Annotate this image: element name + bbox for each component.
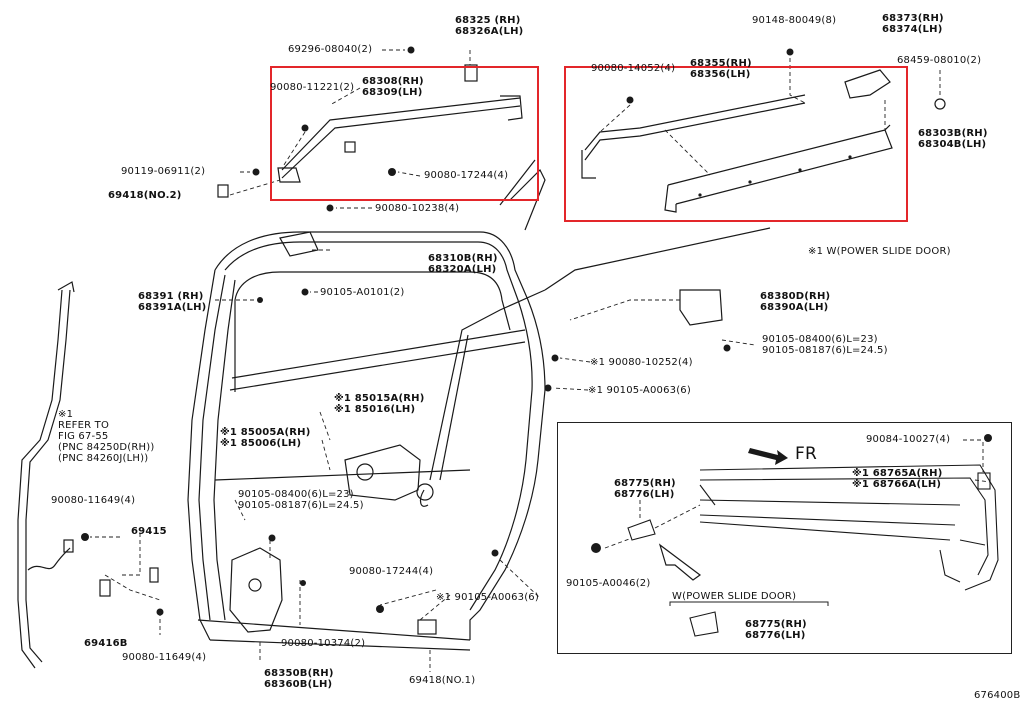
part-label-69415: 69415 (131, 526, 167, 537)
part-label-90080-17244-bottom: 90080-17244(4) (349, 566, 434, 577)
highlight-box-upper-rail (270, 66, 539, 201)
part-label-68308: 68308(RH) 68309(LH) (362, 76, 424, 98)
highlight-box-center-rail (564, 66, 908, 222)
part-label-90105-08400-left: 90105-08400(6)L=23) 90105-08187(6)L=24.5… (238, 489, 364, 511)
part-label-69416: 69416B (84, 638, 128, 649)
part-label-69418-no1: 69418(NO.1) (409, 675, 476, 686)
inset-power-slide-door (557, 422, 1012, 654)
part-label-68325: 68325 (RH) 68326A(LH) (455, 15, 524, 37)
part-label-90119: 90119-06911(2) (121, 166, 206, 177)
part-label-90080-14052: 90080-14052(4) (591, 63, 676, 74)
weatherstrip (17, 289, 63, 669)
upper-rail-68308 (281, 97, 521, 171)
part-label-90080-11649-b: 90080-11649(4) (122, 652, 207, 663)
part-label-90105-a0063-right: ※1 90105-A0063(6) (588, 385, 691, 396)
part-label-68380: 68380D(RH) 68390A(LH) (760, 291, 831, 313)
door-outline (214, 231, 546, 640)
rail-cover-68303 (667, 129, 893, 205)
part-label-68303: 68303B(RH) 68304B(LH) (918, 128, 988, 150)
part-label-69418-no2: 69418(NO.2) (108, 190, 182, 201)
part-label-68350: 68350B(RH) 68360B(LH) (264, 668, 334, 690)
part-label-90080-10252: ※1 90080-10252(4) (590, 357, 693, 368)
part-label-68391: 68391 (RH) 68391A(LH) (138, 291, 207, 313)
refer-note: ※1 REFER TO FIG 67-55 (PNC 84250D(RH)) (… (58, 409, 155, 464)
part-label-90148: 90148-80049(8) (752, 15, 837, 26)
part-label-90080-17244-top: 90080-17244(4) (424, 170, 509, 181)
part-label-69296: 69296-08040(2) (288, 44, 373, 55)
center-rail-68355 (584, 94, 806, 151)
part-label-90080-11649-a: 90080-11649(4) (51, 495, 136, 506)
fr-direction-label: FR (795, 444, 817, 464)
part-label-68775-b: 68775(RH) 68776(LH) (745, 619, 807, 641)
part-label-90105-a0063-bottom: ※1 90105-A0063(6) (436, 592, 539, 603)
part-label-68775-a: 68775(RH) 68776(LH) (614, 478, 676, 500)
part-label-68765: ※1 68765A(RH) ※1 68766A(LH) (852, 468, 943, 490)
part-label-90105-a0101: 90105-A0101(2) (320, 287, 405, 298)
part-label-68310: 68310B(RH) 68320A(LH) (428, 253, 498, 275)
part-label-85005: ※1 85005A(RH) ※1 85006(LH) (220, 427, 311, 449)
power-slide-note: ※1 W(POWER SLIDE DOOR) (808, 246, 951, 257)
part-label-90105-08400-right: 90105-08400(6)L=23) 90105-08187(6)L=24.5… (762, 334, 888, 356)
part-label-85015: ※1 85015A(RH) ※1 85016(LH) (334, 393, 425, 415)
part-label-68459: 68459-08010(2) (897, 55, 982, 66)
part-label-90080-10238: 90080-10238(4) (375, 203, 460, 214)
part-label-68355: 68355(RH) 68356(LH) (690, 58, 752, 80)
diagram-code: 676400B (974, 690, 1021, 701)
part-label-90084: 90084-10027(4) (866, 434, 951, 445)
part-label-90080-10374: 90080-10374(2) (281, 638, 366, 649)
part-label-68373: 68373(RH) 68374(LH) (882, 13, 944, 35)
inset-w-label: W(POWER SLIDE DOOR) (672, 591, 797, 602)
part-label-90080-11221: 90080-11221(2) (270, 82, 355, 93)
part-label-90105-a0046: 90105-A0046(2) (566, 578, 651, 589)
